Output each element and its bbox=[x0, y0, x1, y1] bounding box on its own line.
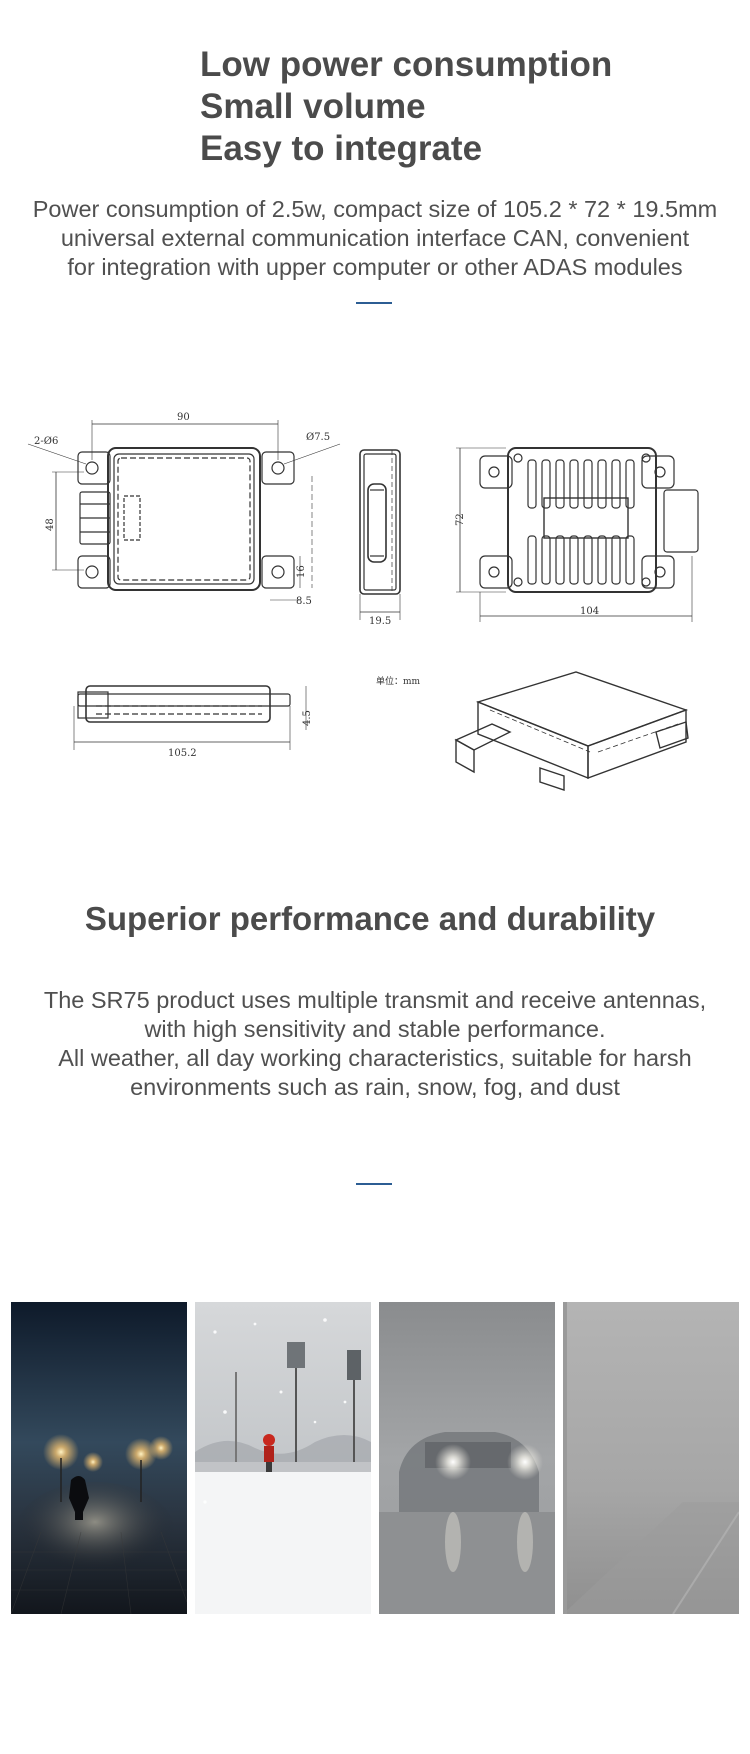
side-view bbox=[359, 449, 401, 620]
bottom-view bbox=[456, 447, 699, 622]
paragraph-line-3: for integration with upper computer or o… bbox=[67, 254, 683, 280]
performance-line-2: with high sensitivity and stable perform… bbox=[144, 1016, 606, 1042]
dim-label-104: 104 bbox=[580, 606, 599, 617]
performance-line-4: environments such as rain, snow, fog, an… bbox=[130, 1074, 620, 1100]
accent-divider-2 bbox=[356, 1183, 392, 1185]
feature-headings: Low power consumption Small volume Easy … bbox=[200, 44, 720, 170]
night-fog-cyclist-photo bbox=[11, 1302, 187, 1614]
dim-label-4-5: 4.5 bbox=[302, 710, 313, 726]
dim-label-105-2: 105.2 bbox=[168, 748, 197, 759]
top-view bbox=[27, 420, 341, 601]
dim-label-phi7-5: Ø7.5 bbox=[306, 432, 330, 443]
snow-street-photo bbox=[195, 1302, 371, 1614]
feature-paragraph: Power consumption of 2.5w, compact size … bbox=[0, 195, 750, 282]
heading-low-power: Low power consumption bbox=[200, 45, 613, 84]
dim-label-2phi6: 2-Ø6 bbox=[34, 436, 58, 447]
paragraph-line-2: universal external communication interfa… bbox=[60, 225, 690, 251]
unit-note: 单位：mm bbox=[376, 675, 421, 687]
dimension-drawing: 90 2-Ø6 Ø7.5 48 16 8.5 19.5 bbox=[0, 380, 750, 957]
dim-label-72: 72 bbox=[455, 513, 466, 526]
accent-divider-1 bbox=[356, 302, 392, 304]
weather-photo-strip bbox=[11, 1302, 739, 1614]
performance-line-3: All weather, all day working characteris… bbox=[58, 1045, 692, 1071]
heading-easy-integrate: Easy to integrate bbox=[200, 129, 483, 168]
dim-label-8-5: 8.5 bbox=[296, 596, 312, 607]
section-title-performance: Superior performance and durability bbox=[84, 900, 656, 937]
dim-label-90: 90 bbox=[177, 412, 190, 423]
dim-label-16: 16 bbox=[296, 565, 307, 578]
dense-fog-photo bbox=[563, 1302, 739, 1614]
performance-paragraph: The SR75 product uses multiple transmit … bbox=[0, 986, 750, 1102]
fog-car-headlights-photo bbox=[379, 1302, 555, 1614]
paragraph-line-1: Power consumption of 2.5w, compact size … bbox=[32, 196, 718, 222]
isometric-view bbox=[454, 671, 689, 957]
dim-label-48: 48 bbox=[45, 518, 56, 531]
dim-label-19-5: 19.5 bbox=[369, 616, 391, 627]
front-profile-view bbox=[73, 685, 307, 750]
performance-line-1: The SR75 product uses multiple transmit … bbox=[43, 987, 707, 1013]
heading-small-volume: Small volume bbox=[200, 87, 426, 126]
